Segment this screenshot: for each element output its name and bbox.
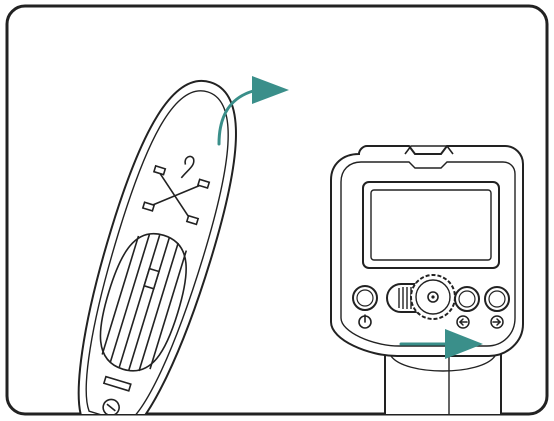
- rotary-dial[interactable]: [410, 274, 456, 320]
- curved-arrow-icon: [217, 76, 289, 146]
- paddle-board: [77, 79, 237, 414]
- handheld-device: [330, 145, 524, 414]
- previous-button[interactable]: [454, 286, 480, 312]
- next-button[interactable]: [484, 286, 510, 312]
- illustration-frame: [5, 4, 549, 416]
- display-screen: [362, 181, 500, 269]
- valve-icon: [102, 398, 120, 414]
- arrow-left-circle-icon: [456, 315, 470, 329]
- instruction-illustration: [5, 4, 549, 416]
- deck-pad: [99, 232, 188, 372]
- power-button[interactable]: [352, 285, 378, 311]
- tail-handle: [102, 375, 132, 392]
- arrow-right-circle-icon: [490, 315, 504, 329]
- power-icon: [358, 314, 372, 329]
- right-arrow-icon: [399, 329, 483, 359]
- bungee-cord: [141, 155, 211, 226]
